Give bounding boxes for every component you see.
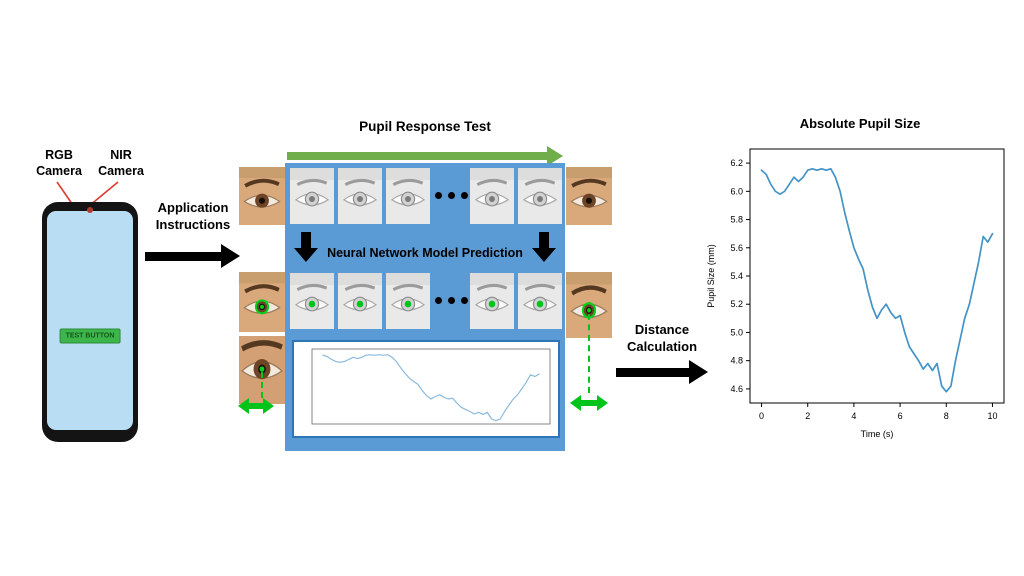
displacement-arrow-right-icon (570, 395, 608, 411)
svg-text:0: 0 (759, 411, 764, 421)
svg-text:5.8: 5.8 (730, 215, 743, 225)
svg-text:5.6: 5.6 (730, 243, 743, 253)
distance-calc-line2: Calculation (626, 338, 698, 354)
svg-text:6.2: 6.2 (730, 158, 743, 168)
svg-text:5.2: 5.2 (730, 299, 743, 309)
svg-text:6.0: 6.0 (730, 186, 743, 196)
smartphone: TEST BUTTON (42, 202, 138, 442)
inner-pupil-plot (292, 340, 560, 438)
camera-label-nir-line1: NIR (110, 148, 132, 162)
displacement-arrow-left-icon (238, 398, 274, 414)
chart-panel: Absolute Pupil Size 0 2 4 6 8 10 4.6 4.8 5.0 5.2 5… (702, 106, 1018, 472)
app-instructions-line2: Instructions (155, 216, 231, 232)
svg-text:10: 10 (987, 411, 997, 421)
svg-text:4.8: 4.8 (730, 356, 743, 366)
eye-image-nir-frame (470, 168, 514, 224)
eye-image-nir-frame (518, 168, 562, 224)
dashed-line-right (588, 314, 590, 393)
eye-image-nir-detected (386, 273, 430, 329)
svg-text:6: 6 (898, 411, 903, 421)
svg-text:Time (s): Time (s) (861, 429, 894, 439)
eye-image-nir-detected (518, 273, 562, 329)
app-instructions-line1: Application (157, 200, 229, 215)
mini-pupil-chart (311, 348, 551, 425)
app-instructions-label: Application Instructions (147, 200, 239, 234)
camera-label-rgb-line2: Camera (36, 163, 82, 178)
ellipsis-dots (434, 297, 468, 304)
eye-image-nir-detected (290, 273, 334, 329)
phone-screen: TEST BUTTON (47, 211, 133, 430)
eye-image-nir-frame (338, 168, 382, 224)
test-button: TEST BUTTON (59, 328, 121, 344)
eye-image-rgb-left (239, 167, 285, 225)
eye-image-nir-detected (470, 273, 514, 329)
eye-image-nir-frame (290, 168, 334, 224)
distance-calc-arrow-icon (616, 360, 708, 384)
app-instructions-arrow-icon (145, 244, 240, 268)
eye-image-rgb-right (566, 167, 612, 225)
svg-text:5.0: 5.0 (730, 327, 743, 337)
dashed-line-left (261, 372, 263, 398)
distance-calc-label: Distance Calculation (620, 322, 704, 356)
down-arrow-right-icon (532, 232, 556, 262)
svg-text:8: 8 (944, 411, 949, 421)
svg-text:4: 4 (851, 411, 856, 421)
down-arrow-left-icon (294, 232, 318, 262)
pupil-response-title: Pupil Response Test (359, 119, 491, 134)
distance-calc-line1: Distance (634, 322, 690, 337)
eye-image-nir-detected (338, 273, 382, 329)
chart-title: Absolute Pupil Size (799, 116, 921, 131)
svg-text:4.6: 4.6 (730, 384, 743, 394)
eye-image-rgb-left-detected (239, 272, 285, 332)
camera-dot-icon (87, 207, 93, 213)
nn-prediction-label: Neural Network Model Prediction (327, 246, 523, 260)
svg-text:Pupil Size (mm): Pupil Size (mm) (706, 244, 716, 308)
svg-text:5.4: 5.4 (730, 271, 743, 281)
eye-image-nir-frame (386, 168, 430, 224)
pupil-response-arrow-icon (287, 146, 563, 166)
camera-label-rgb: RGB Camera (30, 148, 88, 179)
camera-label-nir-line2: Camera (98, 163, 144, 178)
camera-label-rgb-line1: RGB (45, 148, 73, 162)
ellipsis-dots (434, 192, 468, 199)
svg-text:2: 2 (805, 411, 810, 421)
camera-label-nir: NIR Camera (92, 148, 150, 179)
